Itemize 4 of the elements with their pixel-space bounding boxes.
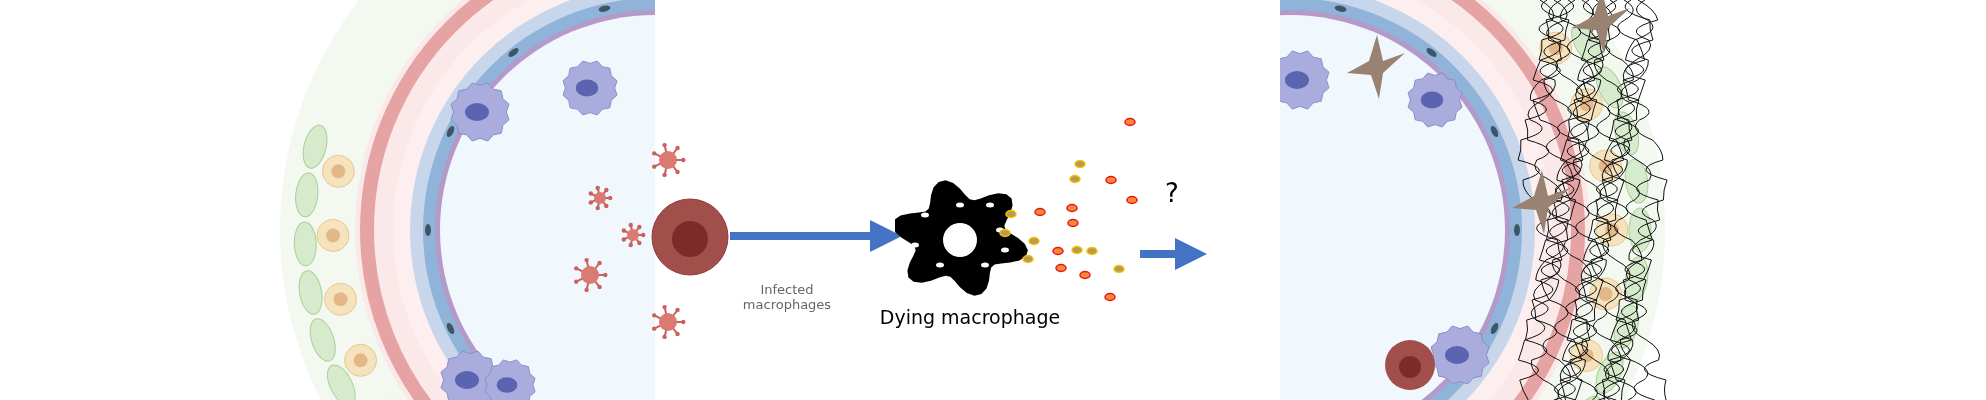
arrow xyxy=(730,220,902,252)
cell-caption: Dying macrophage xyxy=(878,306,1062,328)
question-mark: ? xyxy=(1165,178,1179,208)
cell-caption: Infected macrophages xyxy=(741,282,833,312)
